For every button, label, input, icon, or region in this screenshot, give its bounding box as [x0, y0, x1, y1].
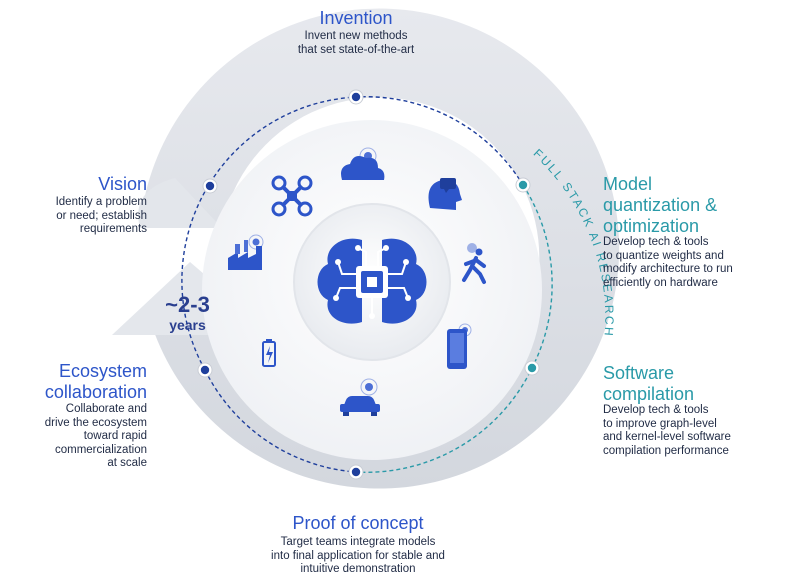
car-icon — [340, 378, 380, 416]
stage-title-invention: Invention — [319, 8, 393, 28]
stage-dot-quantization — [515, 177, 531, 193]
dashed-path-blue-lower — [204, 369, 357, 473]
cycle-duration-unit: years — [169, 317, 206, 333]
stage-desc-vision: Identify a problem or need; establish re… — [55, 196, 147, 235]
cloud-icon — [341, 147, 385, 180]
dashed-path-blue — [181, 96, 524, 371]
stage-desc-quantization: Develop tech & tools to quantize weights… — [603, 236, 733, 289]
brain-chip-icon — [317, 238, 427, 324]
ring-curl — [138, 178, 222, 228]
battery-icon — [262, 339, 276, 367]
stage-desc-proof: Target teams integrate models into final… — [271, 536, 445, 575]
factory-icon — [228, 234, 264, 270]
stage-dot-invention — [348, 89, 364, 105]
stage-title-vision: Vision — [98, 174, 147, 194]
walking-person-icon — [462, 243, 486, 284]
stage-desc-compilation: Develop tech & tools to improve graph-le… — [603, 404, 731, 457]
cycle-duration-number: ~2-3 — [165, 292, 210, 317]
stage-dot-vision — [202, 178, 218, 194]
stage-title-quantization: Model quantization & optimization — [603, 174, 718, 236]
smartphone-icon — [447, 323, 472, 369]
stage-title-proof: Proof of concept — [292, 513, 424, 533]
stage-desc-ecosystem: Collaborate and drive the ecosystem towa… — [44, 403, 147, 469]
stage-desc-invention: Invent new methods that set state-of-the… — [297, 30, 415, 56]
stage-dot-ecosystem — [197, 362, 213, 378]
drone-icon — [271, 175, 313, 217]
stage-dot-compilation — [524, 360, 540, 376]
stage-title-compilation: Software compilation — [603, 363, 695, 404]
stage-dot-proof — [348, 464, 364, 480]
head-chat-icon — [428, 178, 462, 210]
stage-title-ecosystem: Ecosystem collaboration — [44, 361, 147, 402]
